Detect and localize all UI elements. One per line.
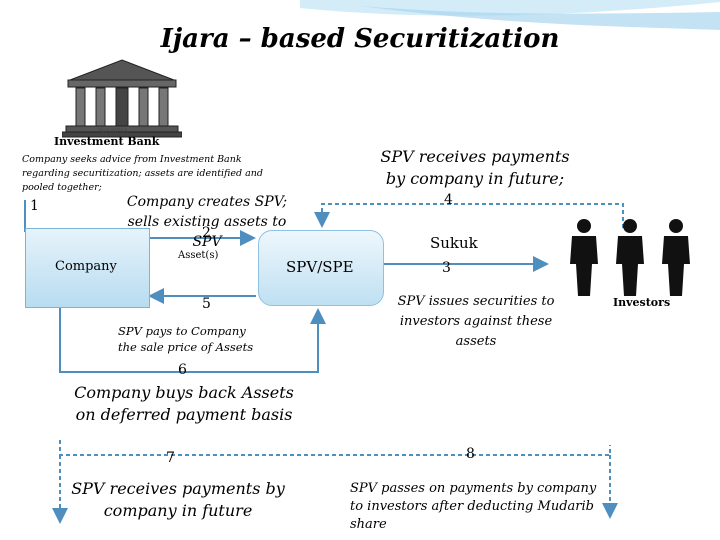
investors-icon bbox=[570, 219, 690, 296]
spv-box bbox=[258, 230, 384, 306]
step-8-text: SPV passes on payments by company to inv… bbox=[350, 481, 597, 532]
step-7-text: SPV receives payments by company in futu… bbox=[71, 479, 285, 520]
spv-label: SPV/SPE bbox=[286, 258, 354, 276]
sukuk-label: Sukuk bbox=[430, 234, 478, 252]
arrow-step7 bbox=[59, 440, 611, 456]
decorative-swoosh bbox=[300, 0, 720, 30]
bank-logo-caption: BUSINESS bbox=[98, 128, 128, 135]
bank-note: Company seeks advice from Investment Ban… bbox=[22, 154, 263, 193]
arrow-step6 bbox=[59, 308, 326, 373]
company-label: Company bbox=[55, 259, 117, 274]
step-2-text: Company creates SPV; sells existing asse… bbox=[126, 194, 288, 250]
step-2-number: 2 bbox=[202, 225, 211, 241]
step-5-text: SPV pays to Company the sale price of As… bbox=[118, 324, 254, 354]
step-5-number: 5 bbox=[202, 296, 211, 312]
investors-label: Investors bbox=[613, 296, 671, 309]
step-6-text: Company buys back Assets on deferred pay… bbox=[74, 383, 294, 424]
page-title: Ijara – based Securitization bbox=[160, 24, 560, 54]
step-1-number: 1 bbox=[30, 198, 39, 214]
bank-label: Investment Bank bbox=[54, 135, 160, 148]
step-3-text: SPV issues securities to investors again… bbox=[397, 294, 555, 349]
step-3-number: 3 bbox=[442, 260, 451, 276]
step-4-text: SPV receives payments by company in futu… bbox=[380, 147, 570, 188]
step-8-number: 8 bbox=[466, 446, 475, 462]
step-4-number: 4 bbox=[444, 192, 453, 208]
company-box bbox=[25, 228, 150, 308]
step-6-number: 6 bbox=[178, 362, 187, 378]
assets-label: Asset(s) bbox=[178, 250, 219, 261]
step-7-number: 7 bbox=[166, 450, 175, 466]
bank-building-icon bbox=[62, 59, 182, 138]
